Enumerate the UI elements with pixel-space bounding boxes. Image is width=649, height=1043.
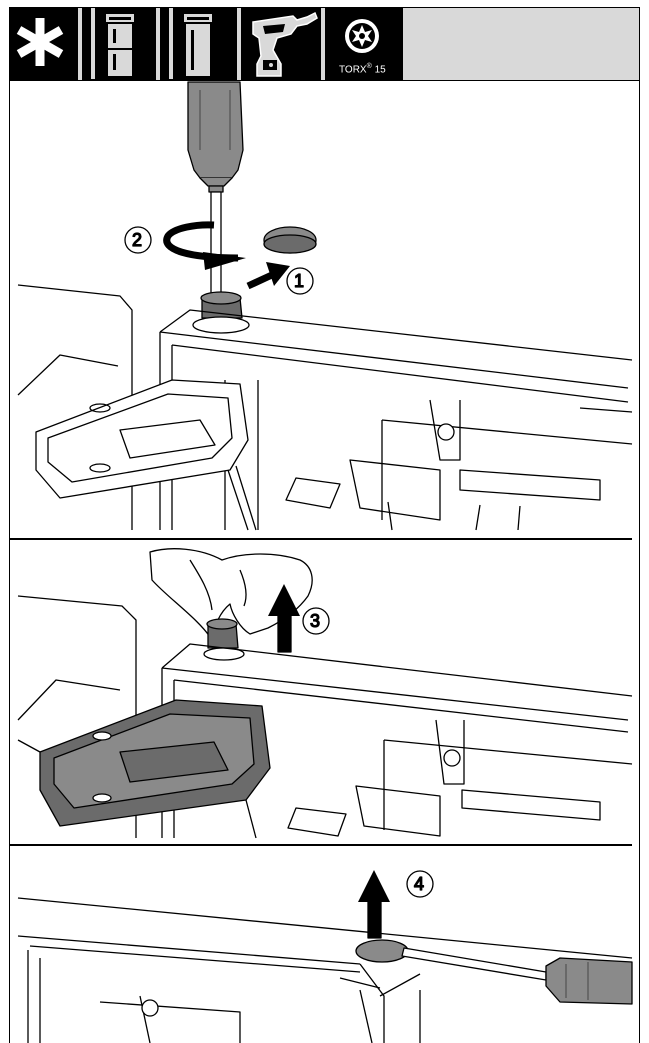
step-4-label: 4 — [414, 874, 424, 894]
panel-1: 2 1 — [18, 82, 632, 530]
step-2-label: 2 — [132, 230, 142, 250]
step-3-label: 3 — [310, 611, 320, 631]
panel-2: 3 — [18, 549, 632, 838]
step-1-label: 1 — [294, 271, 304, 291]
panel-3: 4 — [18, 870, 632, 1043]
